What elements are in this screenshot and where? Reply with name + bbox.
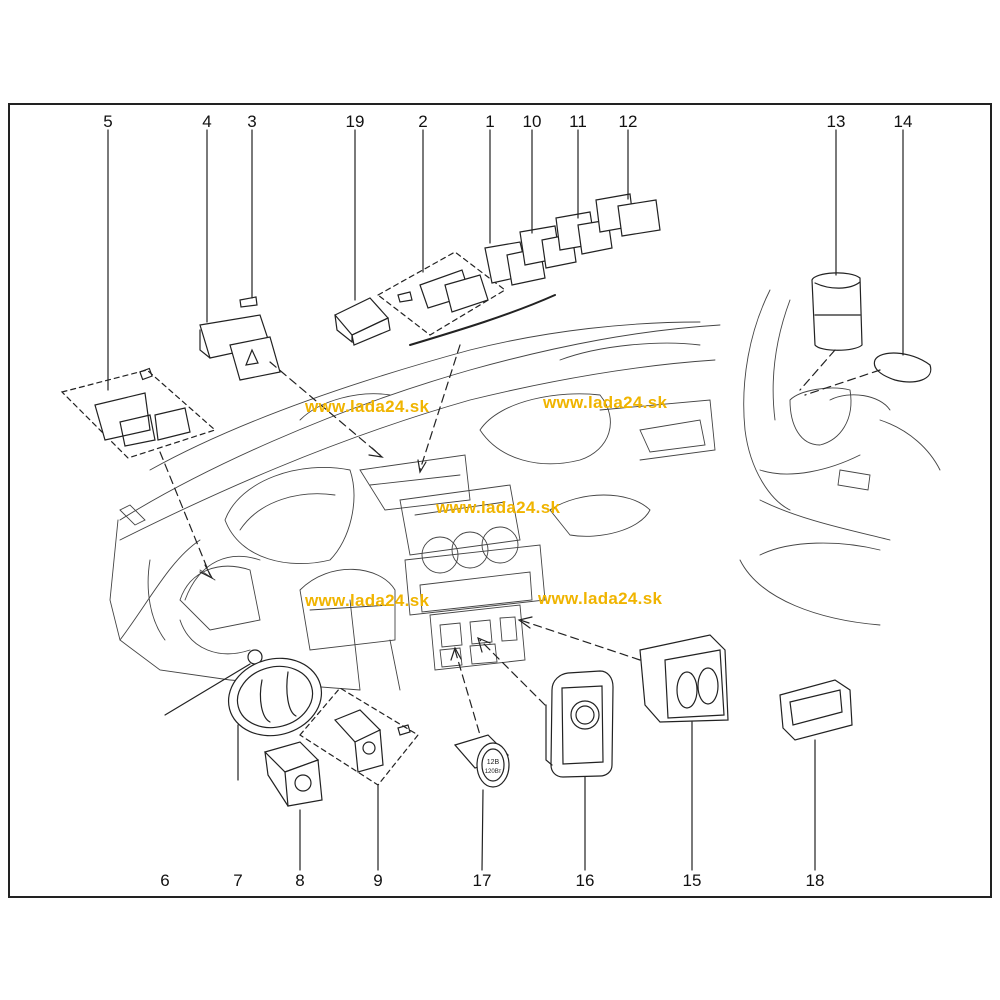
part-2-group xyxy=(376,251,556,474)
part-14-cover xyxy=(804,352,932,396)
part-17-socket xyxy=(450,646,510,871)
part-label-14: 14 xyxy=(893,112,913,131)
leader-lines-top xyxy=(107,129,904,391)
part-label-12: 12 xyxy=(618,112,638,131)
part-label-4: 4 xyxy=(202,112,212,131)
part-18-module xyxy=(779,679,853,871)
part-label-1: 1 xyxy=(485,112,495,131)
dashboard-outline xyxy=(109,321,721,691)
watermark-text: www.lada24.sk xyxy=(305,397,430,416)
watermark-text: www.lada24.sk xyxy=(538,589,663,608)
part-label-5: 5 xyxy=(103,112,113,131)
part-label-18: 18 xyxy=(805,871,825,890)
switch-row-1-10-11-12 xyxy=(484,193,661,286)
part-5-group xyxy=(60,367,217,580)
door-outline xyxy=(739,289,941,626)
part-label-7: 7 xyxy=(233,871,243,890)
watermark-text: www.lada24.sk xyxy=(305,591,430,610)
part-label-8: 8 xyxy=(295,871,305,890)
watermark-text: www.lada24.sk xyxy=(436,498,561,517)
part-label-17: 17 xyxy=(472,871,492,890)
part-7-vent xyxy=(227,657,323,781)
part-13-switch xyxy=(799,272,863,391)
part-15-window-switch xyxy=(517,616,729,871)
part-19-switch xyxy=(334,297,391,346)
part-label-2: 2 xyxy=(418,112,428,131)
part-label-11: 11 xyxy=(569,112,587,131)
part-label-6: 6 xyxy=(160,871,170,890)
socket-voltage-text: 12B xyxy=(487,759,500,766)
part-label-3: 3 xyxy=(247,112,257,131)
part-8-switch xyxy=(263,741,323,871)
diagram-frame xyxy=(8,103,992,898)
part-label-15: 15 xyxy=(682,871,702,890)
part-label-9: 9 xyxy=(373,871,383,890)
socket-power-text: 120Вт xyxy=(485,769,502,775)
part-3-bulb xyxy=(239,296,258,308)
part-label-19: 19 xyxy=(345,112,365,131)
part-9-group xyxy=(299,687,419,871)
part-4-hazard-switch xyxy=(199,314,384,458)
part-label-16: 16 xyxy=(575,871,595,890)
part-label-10: 10 xyxy=(522,112,542,131)
part-label-13: 13 xyxy=(826,112,846,131)
part-16-control xyxy=(477,636,614,871)
watermark-text: www.lada24.sk xyxy=(543,393,668,412)
